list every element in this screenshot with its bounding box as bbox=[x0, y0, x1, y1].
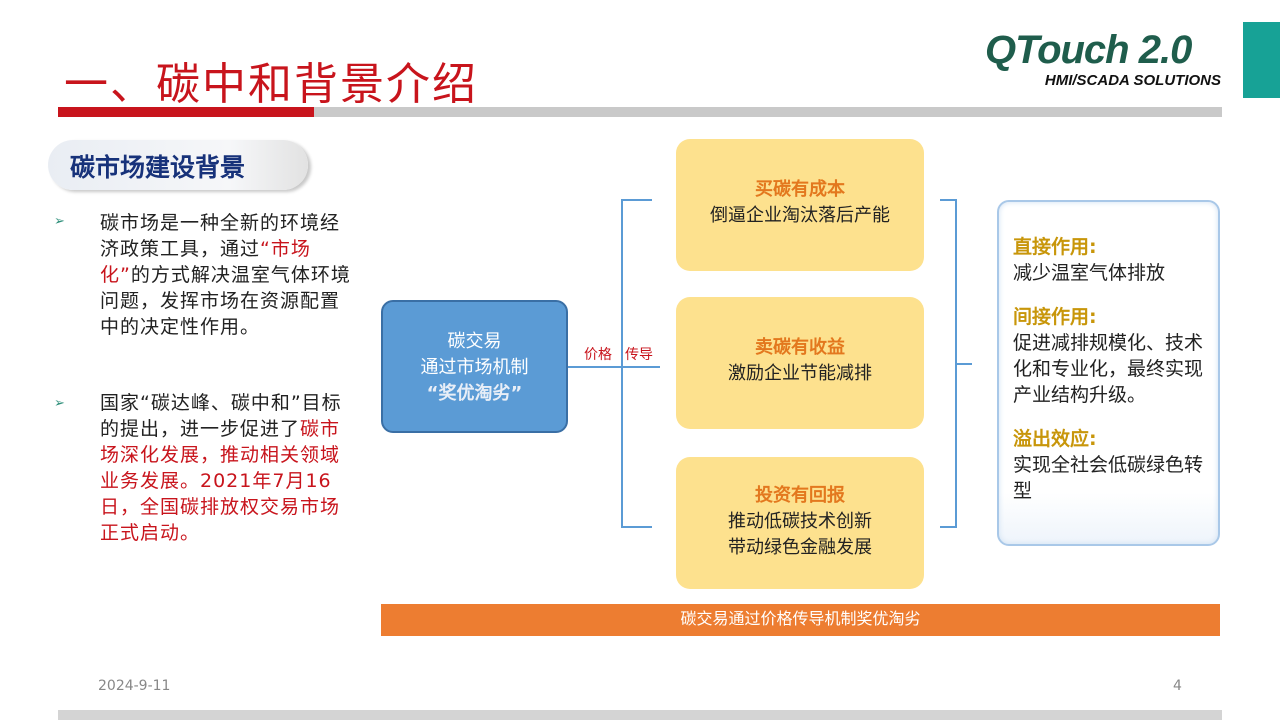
logo-main-text: QTouch 2.0 bbox=[985, 28, 1192, 72]
bullet-1-highlight: “市场化” bbox=[100, 238, 311, 286]
box-text: 推动低碳技术创新 bbox=[728, 511, 872, 532]
title-underline-accent bbox=[58, 107, 314, 117]
effect-box-buy: 买碳有成本 倒逼企业淘汰落后产能 bbox=[676, 139, 924, 271]
brand-logo: QTouch 2.0 HMI/SCADA SOLUTIONS bbox=[985, 28, 1235, 94]
box-title: 卖碳有收益 bbox=[755, 337, 845, 358]
footer-bar bbox=[58, 710, 1222, 720]
effect-title-spillover: 溢出效应: bbox=[1013, 428, 1097, 450]
footer-date: 2024-9-11 bbox=[98, 678, 171, 694]
effects-panel: 直接作用: 减少温室气体排放 间接作用: 促进减排规模化、技术化和专业化，最终实… bbox=[997, 200, 1220, 546]
summary-banner: 碳交易通过价格传导机制奖优淘劣 bbox=[381, 604, 1220, 636]
page-number: 4 bbox=[1173, 678, 1182, 694]
effect-title-direct: 直接作用: bbox=[1013, 236, 1097, 258]
bullet-1-text: 碳市场是一种全新的环境经济政策工具，通过 bbox=[100, 212, 341, 260]
effect-title-indirect: 间接作用: bbox=[1013, 306, 1097, 328]
source-line-3: “奖优淘劣” bbox=[426, 383, 523, 404]
carbon-trading-box: 碳交易 通过市场机制 “奖优淘劣” bbox=[381, 300, 568, 433]
box-text: 倒逼企业淘汰落后产能 bbox=[710, 205, 890, 226]
section-heading-text: 碳市场建设背景 bbox=[70, 153, 246, 182]
bullet-arrow-icon: ➢ bbox=[54, 396, 65, 411]
effect-box-sell: 卖碳有收益 激励企业节能减排 bbox=[676, 297, 924, 429]
box-text: 带动绿色金融发展 bbox=[728, 537, 872, 558]
bullet-arrow-icon: ➢ bbox=[54, 214, 65, 229]
box-text: 激励企业节能减排 bbox=[728, 363, 872, 384]
effect-text-indirect: 促进减排规模化、技术化和专业化，最终实现产业结构升级。 bbox=[1013, 332, 1204, 406]
bullet-paragraph-2: 国家“碳达峰、碳中和”目标的提出，进一步促进了碳市场深化发展，推动相关领域业务发… bbox=[100, 390, 358, 546]
page-title: 一、碳中和背景介绍 bbox=[64, 59, 478, 110]
bullet-paragraph-1: 碳市场是一种全新的环境经济政策工具，通过“市场化”的方式解决温室气体环境问题，发… bbox=[100, 210, 358, 340]
logo-sub-text: HMI/SCADA SOLUTIONS bbox=[1044, 72, 1221, 89]
bullet-2-text: 国家“碳达峰、碳中和”目标的提出，进一步促进了 bbox=[100, 392, 342, 440]
box-title: 买碳有成本 bbox=[755, 179, 845, 200]
right-bracket bbox=[940, 199, 957, 528]
effect-box-invest: 投资有回报 推动低碳技术创新 带动绿色金融发展 bbox=[676, 457, 924, 589]
connector-label-price: 价格 bbox=[584, 347, 612, 363]
effect-text-direct: 减少温室气体排放 bbox=[1013, 262, 1166, 284]
section-heading: 碳市场建设背景 bbox=[48, 140, 308, 190]
corner-tab bbox=[1243, 22, 1280, 98]
bullet-1-text-end: 的方式解决温室气体环境问题，发挥市场在资源配置中的决定性作用。 bbox=[100, 264, 351, 338]
bullet-2-highlight: 碳市场深化发展，推动相关领域业务发展。2021年7月16日，全国碳排放权交易市场… bbox=[100, 418, 341, 544]
connector-label-transmit: 传导 bbox=[625, 347, 653, 363]
box-title: 投资有回报 bbox=[755, 485, 845, 506]
source-line-1: 碳交易 bbox=[447, 331, 502, 352]
source-line-2: 通过市场机制 bbox=[420, 357, 529, 378]
title-underline bbox=[314, 107, 1222, 117]
effect-text-spillover: 实现全社会低碳绿色转型 bbox=[1013, 454, 1204, 502]
